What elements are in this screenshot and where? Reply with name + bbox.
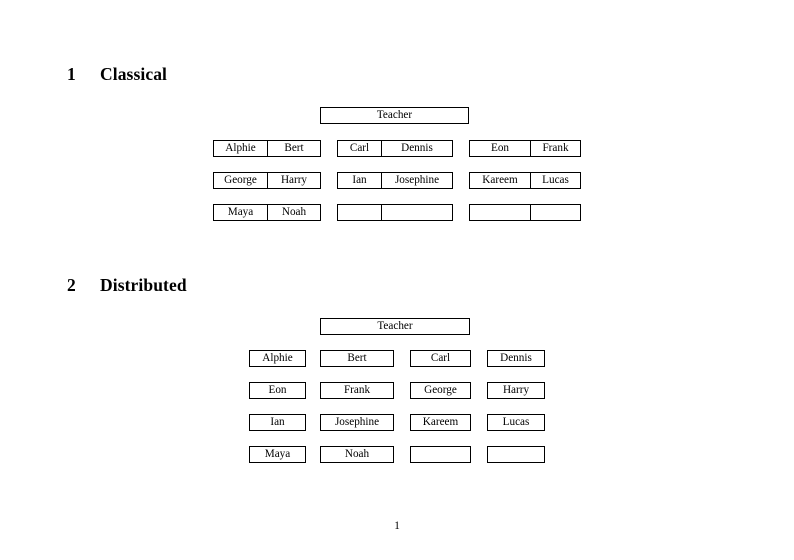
distributed-node-box: Carl	[410, 350, 471, 367]
distributed-node-box: Maya	[249, 446, 306, 463]
distributed-node-box: Alphie	[249, 350, 306, 367]
classical-pair-box	[337, 204, 453, 221]
distributed-node-box	[487, 446, 545, 463]
section-title: Classical	[100, 64, 168, 84]
distributed-node-box: Ian	[249, 414, 306, 431]
page-number: 1	[394, 520, 400, 532]
distributed-node-box: Dennis	[487, 350, 545, 367]
classical-cell: Alphie	[225, 142, 256, 154]
classical-teacher-box: Teacher	[320, 107, 469, 124]
classical-pair-box: Alphie Bert	[213, 140, 321, 157]
classical-cell: Harry	[266, 173, 320, 188]
classical-pair-box: Ian Josephine	[337, 172, 453, 189]
distributed-node-box: Lucas	[487, 414, 545, 431]
classical-pair-box: Maya Noah	[213, 204, 321, 221]
classical-cell: Carl	[349, 142, 370, 154]
classical-pair-box: Eon Frank	[469, 140, 581, 157]
distributed-node-box	[410, 446, 471, 463]
distributed-teacher-box: Teacher	[320, 318, 470, 335]
classical-cell: Noah	[266, 205, 320, 220]
classical-cell: Dennis	[381, 141, 452, 156]
section-heading-classical: 1 Classical	[67, 64, 167, 85]
classical-pair-box	[469, 204, 581, 221]
distributed-node-box: Noah	[320, 446, 394, 463]
classical-cell	[530, 205, 580, 220]
distributed-node-box: Bert	[320, 350, 394, 367]
distributed-node-box: Kareem	[410, 414, 471, 431]
classical-cell	[338, 205, 381, 220]
distributed-node-box: Eon	[249, 382, 306, 399]
classical-cell: George	[224, 174, 257, 186]
classical-cell: Frank	[530, 141, 580, 156]
classical-cell	[470, 205, 530, 220]
classical-pair-box: Carl Dennis	[337, 140, 453, 157]
classical-cell: Josephine	[381, 173, 452, 188]
classical-pair-box: Kareem Lucas	[469, 172, 581, 189]
distributed-node-box: Frank	[320, 382, 394, 399]
distributed-node-box: Josephine	[320, 414, 394, 431]
classical-cell: Maya	[227, 206, 254, 218]
classical-cell: Kareem	[482, 174, 518, 186]
classical-cell: Ian	[352, 174, 367, 186]
classical-cell: Bert	[266, 141, 320, 156]
section-number: 1	[67, 64, 76, 84]
distributed-node-box: Harry	[487, 382, 545, 399]
section-title: Distributed	[100, 275, 187, 295]
classical-cell: Eon	[490, 142, 510, 154]
section-heading-distributed: 2 Distributed	[67, 275, 187, 296]
section-number: 2	[67, 275, 76, 295]
classical-cell: Lucas	[530, 173, 580, 188]
distributed-node-box: George	[410, 382, 471, 399]
classical-cell	[381, 205, 452, 220]
classical-pair-box: George Harry	[213, 172, 321, 189]
